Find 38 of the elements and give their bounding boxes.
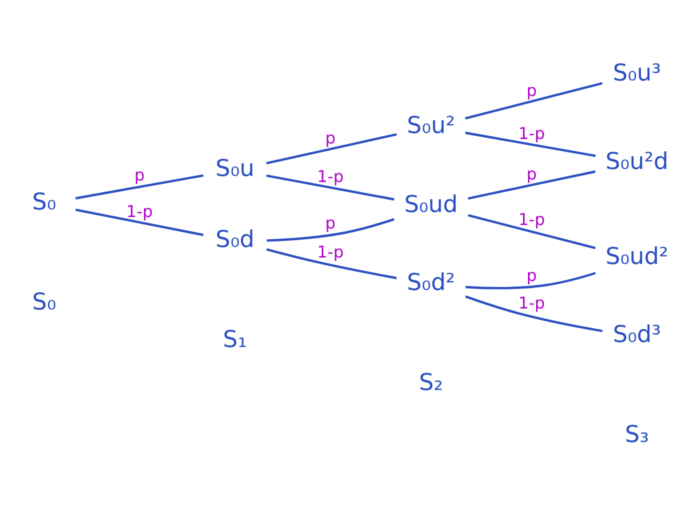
edge-label: 1-p (518, 123, 545, 142)
label: S₂ (418, 368, 444, 396)
node-text: S₀d (216, 225, 254, 252)
edge-label: p (325, 128, 336, 147)
connector (465, 131, 596, 157)
edge-label: p (526, 164, 537, 184)
node-text: S₀u² (406, 111, 456, 138)
connector (468, 170, 596, 200)
connector (266, 248, 397, 279)
connector (465, 294, 603, 332)
label: S₃ (624, 420, 649, 448)
node-text: S₀u³ (612, 58, 661, 86)
label: S₁ (222, 325, 248, 352)
connector (465, 82, 603, 120)
connector (266, 132, 397, 164)
edge-label: p (325, 212, 336, 232)
node-text: S₀ (32, 188, 56, 216)
connector (266, 174, 394, 200)
edge-label: 1-p (317, 166, 344, 186)
edge-label: 1-p (518, 293, 545, 312)
connector (468, 214, 596, 249)
node-text: S₀d³ (612, 320, 662, 348)
label: S₀ (32, 288, 56, 316)
node-text: S₀d² (406, 268, 456, 296)
edge-label: 1-p (126, 201, 153, 220)
node-text: S₀u (216, 154, 254, 182)
edge-label: p (526, 80, 537, 100)
node-text: S₀u²d (605, 147, 668, 174)
edge-label: 1-p (518, 209, 545, 228)
connector (266, 218, 394, 242)
edge-label: p (526, 265, 537, 284)
connector (75, 174, 204, 199)
node-text: S₀ud² (605, 242, 668, 270)
node-text: S₀ud (404, 190, 458, 218)
connector (75, 208, 204, 236)
edge-label: 1-p (317, 242, 344, 261)
edge-label: p (134, 165, 145, 184)
connector (466, 271, 596, 289)
